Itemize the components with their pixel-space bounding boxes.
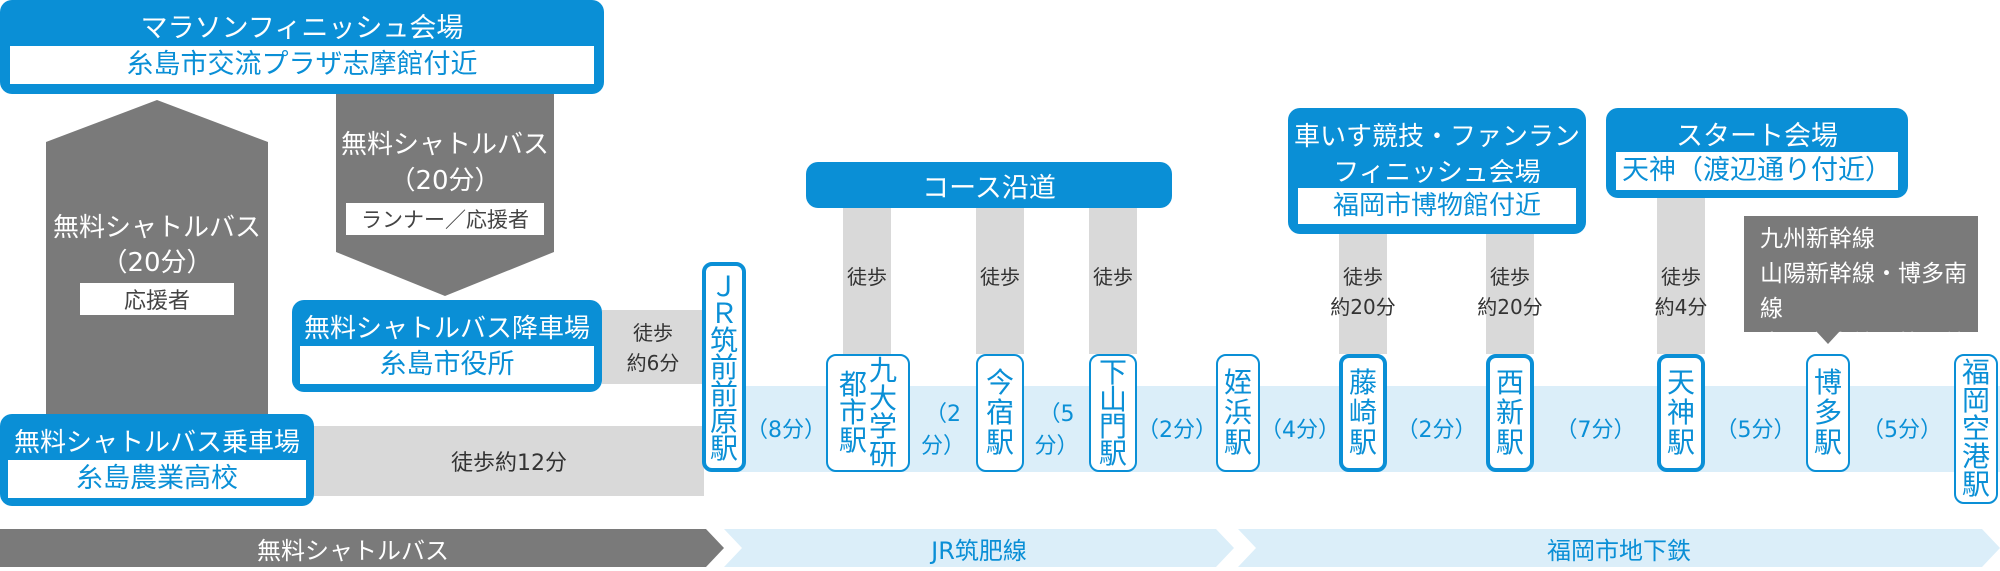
station-fukuoka-airport[interactable]: 福 岡 空 港 駅 [1954, 354, 1998, 504]
pickup-title: 無料シャトルバス乗車場 [13, 428, 300, 458]
pickup-box: 無料シャトルバス乗車場 糸島農業高校 [0, 414, 314, 506]
station-chikuzen-maebaru-name: Ｊ Ｒ 筑 前 前 原 駅 [709, 269, 738, 465]
station-nishijin-name: 西 新 駅 [1495, 366, 1524, 459]
station-fujisaki[interactable]: 藤 崎 駅 [1339, 354, 1387, 472]
marathon-finish-box: マラソンフィニッシュ会場 糸島市交流プラザ志摩館付近 [0, 0, 604, 94]
shuttle-down-arrow [336, 84, 554, 296]
time-meinohama-fujisaki: （4分） [1260, 418, 1340, 443]
dropoff-place: 糸島市役所 [300, 346, 594, 384]
start-place: 天神（渡辺通り付近） [1616, 152, 1898, 190]
time-imajuku-shimoyamato: （5分） [1034, 402, 1078, 459]
walk-tenjin-connector [1657, 196, 1705, 354]
wheelchair-line1: 車いす競技・ファンラン [1293, 122, 1580, 152]
station-chikuzen-maebaru[interactable]: Ｊ Ｒ 筑 前 前 原 駅 [702, 262, 746, 472]
pickup-place: 糸島農業高校 [8, 460, 306, 498]
walk-fujisaki-line1: 徒歩 [1343, 265, 1383, 289]
station-tenjin-name: 天 神 駅 [1666, 366, 1695, 459]
station-airport-name: 福 岡 空 港 駅 [1961, 356, 1990, 501]
walk-fujisaki-connector [1339, 232, 1387, 354]
dropoff-title: 無料シャトルバス降車場 [303, 314, 590, 344]
station-imajuku-name: 今 宿 駅 [985, 366, 1014, 459]
shuttle-up-line1: 無料シャトルバス [52, 212, 261, 243]
walk-12-connector [314, 426, 704, 496]
time-fujisaki-nishijin: （2分） [1396, 418, 1477, 443]
band-subway-label: 福岡市地下鉄 [1547, 536, 1691, 565]
band-shuttle-label: 無料シャトルバス [257, 536, 449, 565]
time-hakata-airport: （5分） [1862, 418, 1942, 443]
shuttle-up-arrow [46, 100, 268, 420]
marathon-finish-place: 糸島市交流プラザ志摩館付近 [10, 46, 594, 84]
time-shimoyamato-meinohama: （2分） [1137, 418, 1217, 443]
walk-nishijin-connector [1486, 232, 1534, 354]
walk-6-line2: 約6分 [626, 351, 680, 375]
shuttle-up-tag: 応援者 [80, 283, 234, 315]
start-box: スタート会場 天神（渡辺通り付近） [1606, 108, 1908, 198]
shuttle-down-tag: ランナー／応援者 [346, 203, 544, 235]
walk-tenjin-label: 徒歩 約4分 [1631, 262, 1731, 322]
station-kyudai-col2: 都 市 駅 [838, 368, 867, 457]
time-maebaru-kyudai: （8分） [746, 418, 826, 443]
shuttle-down-line1: 無料シャトルバス [340, 129, 549, 160]
time-kyudai-imajuku: （2分） [921, 402, 965, 459]
time-tenjin-hakata: （5分） [1715, 418, 1796, 443]
station-imajuku[interactable]: 今 宿 駅 [976, 354, 1024, 472]
walk-imajuku-connector [976, 206, 1024, 354]
station-meinohama-name: 姪 浜 駅 [1223, 366, 1252, 459]
station-hakata-name: 博 多 駅 [1813, 366, 1842, 459]
walk-kyudai-label: 徒歩 [847, 265, 887, 289]
station-kyudai-col1: 九 大 学 研 [869, 354, 898, 471]
walk-6-connector [602, 310, 704, 384]
shuttle-up-line2: （20分） [101, 247, 213, 278]
walk-6-line1: 徒歩 [633, 321, 673, 345]
walk-nishijin-line2: 約20分 [1477, 295, 1543, 319]
station-nishijin[interactable]: 西 新 駅 [1486, 354, 1534, 472]
walk-nishijin-label: 徒歩 約20分 [1460, 262, 1560, 322]
band-jr-label: JR筑肥線 [931, 536, 1027, 565]
station-fujisaki-name: 藤 崎 駅 [1348, 366, 1377, 459]
walk-shimoyamato-connector [1089, 206, 1137, 354]
band-shuttle [0, 529, 724, 567]
course-title: コース沿道 [922, 172, 1056, 204]
walk-tenjin-line2: 約4分 [1654, 295, 1708, 319]
transfer-callout: 九州新幹線 山陽新幹線・博多南線 鹿児島本線・篠栗線 [1744, 216, 1978, 357]
station-shimoyamato[interactable]: 下 山 門 駅 [1089, 354, 1137, 472]
shuttle-down-line2: （20分） [389, 165, 501, 196]
walk-tenjin-line1: 徒歩 [1661, 265, 1701, 289]
course-box: コース沿道 [806, 162, 1172, 208]
transfer-line3: 鹿児島本線・篠栗線 [1760, 331, 1967, 357]
walk-kyudai-connector [843, 206, 891, 354]
walk-imajuku-label: 徒歩 [980, 265, 1020, 289]
band-jr [724, 529, 1234, 567]
marathon-finish-title: マラソンフィニッシュ会場 [140, 13, 464, 44]
dropoff-box: 無料シャトルバス降車場 糸島市役所 [292, 300, 602, 392]
wheelchair-line2: フィニッシュ会場 [1333, 158, 1541, 188]
start-title: スタート会場 [1676, 121, 1838, 152]
station-meinohama[interactable]: 姪 浜 駅 [1216, 354, 1260, 472]
wheelchair-box: 車いす競技・ファンラン フィニッシュ会場 福岡市博物館付近 [1288, 108, 1586, 234]
station-kyudai-gakkentoshi[interactable]: 九 大 学 研 都 市 駅 [826, 354, 910, 472]
transfer-pointer [1816, 331, 1840, 344]
station-tenjin[interactable]: 天 神 駅 [1657, 354, 1705, 472]
walk-fujisaki-line2: 約20分 [1330, 295, 1396, 319]
walk-6-label: 徒歩 約6分 [602, 318, 704, 378]
transfer-line2: 山陽新幹線・博多南線 [1760, 261, 1967, 322]
band-subway [1238, 529, 2000, 567]
time-nishijin-tenjin: （7分） [1555, 418, 1636, 443]
walk-shimoyamato-label: 徒歩 [1093, 265, 1133, 289]
walk-12-label: 徒歩約12分 [451, 451, 567, 476]
station-shimoyamato-name: 下 山 門 駅 [1098, 356, 1127, 470]
walk-nishijin-line1: 徒歩 [1490, 265, 1530, 289]
wheelchair-place: 福岡市博物館付近 [1298, 188, 1576, 224]
route-bands [0, 529, 2000, 567]
station-hakata[interactable]: 博 多 駅 [1806, 354, 1850, 472]
walk-fujisaki-label: 徒歩 約20分 [1313, 262, 1413, 322]
transfer-line1: 九州新幹線 [1760, 226, 1875, 252]
